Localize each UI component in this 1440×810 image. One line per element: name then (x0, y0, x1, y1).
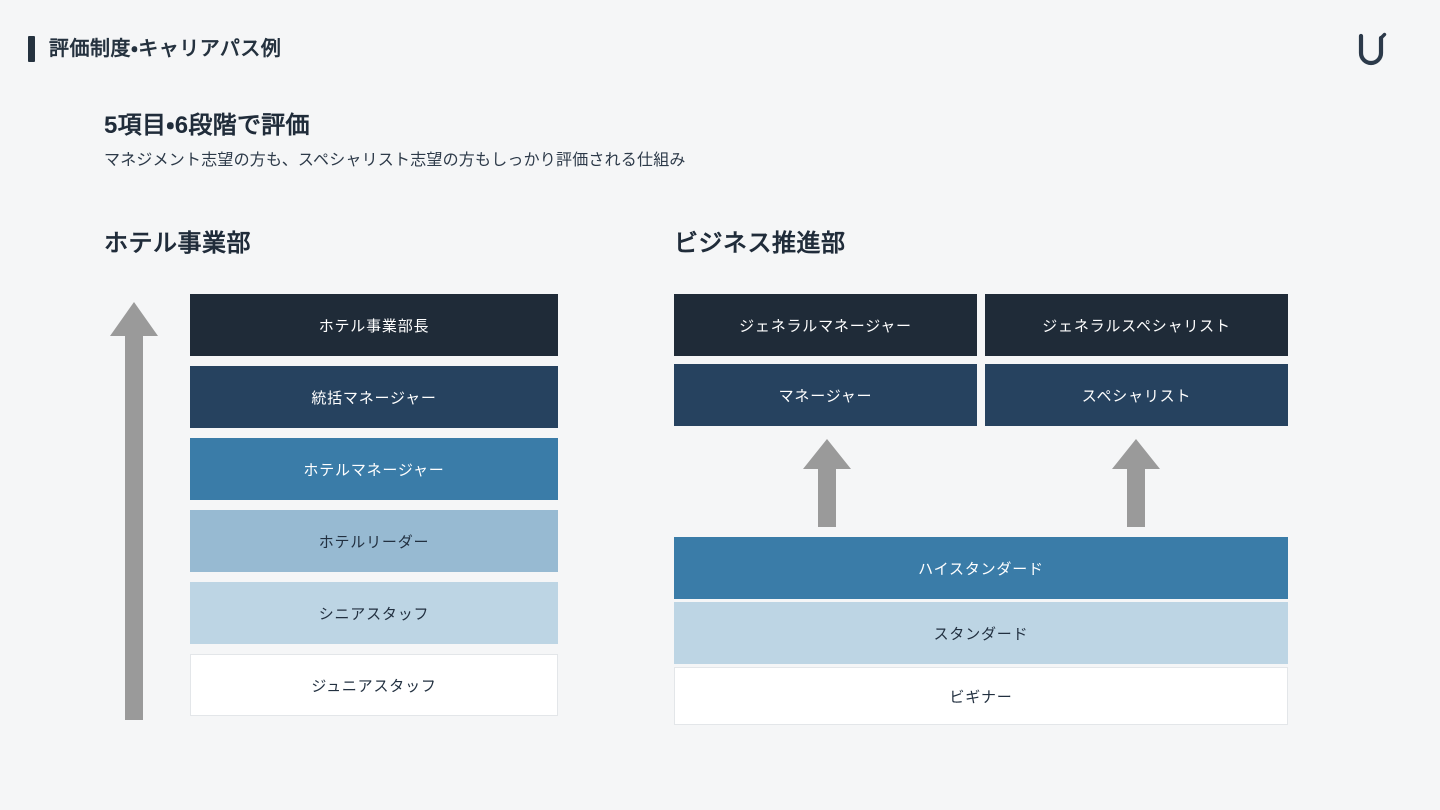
rank-label: ホテルリーダー (318, 533, 430, 551)
up-arrow-icon (110, 302, 158, 720)
lead-block: 5項目・6段階で評価 マネジメント志望の方も、スペシャリスト志望の方もしっかり評… (104, 110, 1204, 173)
column-business: ビジネス推進部 ジェネラルマネージャー マネージャー ジェネラルスペシャリスト … (674, 232, 1288, 794)
rank-label: マネージャー (778, 387, 873, 405)
page-header: 評価制度・キャリアパス例 (0, 0, 1440, 96)
rank-label: ジェネラルスペシャリスト (1042, 317, 1231, 335)
rank-bar[interactable]: マネージャー (674, 364, 977, 426)
title-accent-bar (28, 36, 35, 62)
rank-bar[interactable]: ハイスタンダード (674, 537, 1288, 599)
rank-label: シニアスタッフ (318, 605, 430, 623)
rank-label: ジュニアスタッフ (311, 677, 437, 695)
rank-bar[interactable]: スタンダード (674, 602, 1288, 664)
business-career-diagram: ジェネラルマネージャー マネージャー ジェネラルスペシャリスト スペシャリスト (674, 294, 1288, 794)
rank-bar[interactable]: シニアスタッフ (190, 582, 558, 644)
rank-label: ホテル事業部長 (318, 317, 430, 335)
lead-heading: 5項目・6段階で評価 (104, 112, 310, 139)
track-management: ジェネラルマネージャー マネージャー (674, 294, 977, 426)
up-arrow-icon (1112, 439, 1160, 527)
rank-bar[interactable]: ジェネラルマネージャー (674, 294, 977, 356)
business-upper-tracks: ジェネラルマネージャー マネージャー ジェネラルスペシャリスト スペシャリスト (674, 294, 1288, 426)
rank-bar[interactable]: ホテル事業部長 (190, 294, 558, 356)
rank-label: スタンダード (933, 625, 1029, 643)
column-heading-hotel: ホテル事業部 (104, 230, 251, 257)
rank-label: ハイスタンダード (918, 560, 1044, 578)
rank-bar[interactable]: スペシャリスト (985, 364, 1288, 426)
stylized-u-logo-icon (1348, 26, 1394, 72)
rank-bar[interactable]: ジュニアスタッフ (190, 654, 558, 716)
rank-bar[interactable]: ホテルリーダー (190, 510, 558, 572)
rank-label: ホテルマネージャー (303, 461, 445, 479)
column-hotel: ホテル事業部 ホテル事業部長 統括マネージャー ホテルマネージャー ホテルリーダ… (104, 232, 574, 724)
header-title-group: 評価制度・キャリアパス例 (28, 36, 281, 62)
rank-bar[interactable]: ジェネラルスペシャリスト (985, 294, 1288, 356)
lead-subtitle: マネジメント志望の方も、スペシャリスト志望の方もしっかり評価される仕組み (104, 152, 686, 170)
track-specialist: ジェネラルスペシャリスト スペシャリスト (985, 294, 1288, 426)
hotel-career-diagram: ホテル事業部長 統括マネージャー ホテルマネージャー ホテルリーダー シニアスタ… (104, 294, 574, 724)
rank-bar[interactable]: 統括マネージャー (190, 366, 558, 428)
column-heading-business: ビジネス推進部 (674, 230, 846, 257)
business-base-stack: ハイスタンダード スタンダード ビギナー (674, 537, 1288, 725)
hotel-rank-stack: ホテル事業部長 統括マネージャー ホテルマネージャー ホテルリーダー シニアスタ… (190, 294, 558, 716)
promotion-arrow-row (674, 426, 1288, 537)
rank-label: ビギナー (949, 688, 1013, 706)
rank-label: 統括マネージャー (311, 389, 437, 407)
page-title: 評価制度・キャリアパス例 (49, 38, 282, 60)
up-arrow-icon (803, 439, 851, 527)
rank-bar[interactable]: ホテルマネージャー (190, 438, 558, 500)
rank-label: スペシャリスト (1081, 387, 1192, 405)
rank-bar[interactable]: ビギナー (674, 667, 1288, 725)
rank-label: ジェネラルマネージャー (739, 317, 912, 335)
